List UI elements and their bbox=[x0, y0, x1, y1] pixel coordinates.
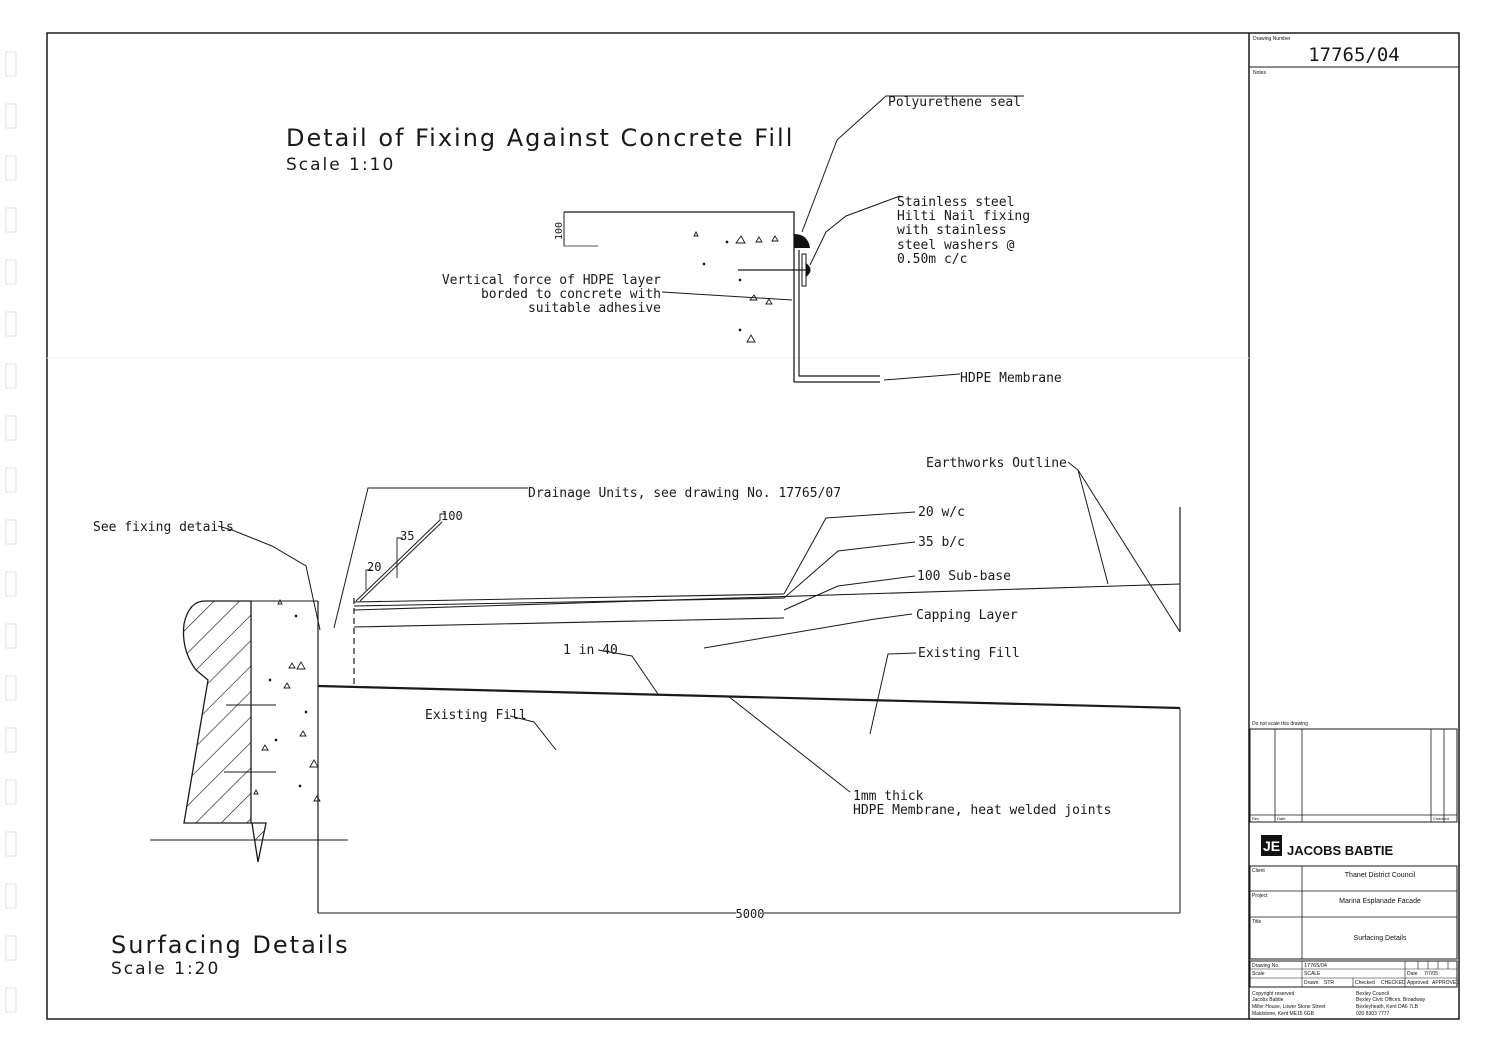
copyright-line-3: Miller House, Lower Stone Street bbox=[1252, 1004, 1326, 1010]
checked-value: CHECKED bbox=[1381, 980, 1406, 986]
label-polyurethene-seal: Polyurethene seal bbox=[888, 95, 1021, 110]
copyright-line-4: Maidstone, Kent ME15 6GB bbox=[1252, 1011, 1315, 1017]
client-value: Thanet District Council bbox=[1345, 872, 1416, 879]
title-block: Drawing Number 17765/04 Notes Do not sca… bbox=[1249, 36, 1460, 1017]
label-stainless-5: 0.50m c/c bbox=[897, 252, 967, 267]
dim-5000-label: 5000 bbox=[736, 907, 765, 921]
binder-holes bbox=[5, 51, 17, 1013]
layer-capping bbox=[353, 617, 785, 628]
copyright-line-2: Jacobs Babtie bbox=[1252, 997, 1284, 1003]
label-membrane-1: 1mm thick bbox=[853, 789, 924, 804]
surfacing-title: Surfacing Details bbox=[111, 931, 350, 959]
layer-binder-course bbox=[353, 597, 785, 607]
notes-label: Notes bbox=[1253, 70, 1267, 76]
label-existing-fill-right: Existing Fill bbox=[918, 646, 1020, 661]
label-capping-layer: Capping Layer bbox=[916, 608, 1018, 623]
approved-label: Approved bbox=[1407, 980, 1429, 986]
label-vertical-1: Vertical force of HDPE layer bbox=[442, 273, 661, 288]
checked-label: Checked bbox=[1355, 980, 1375, 986]
dim-20-label: 20 bbox=[367, 560, 381, 574]
drawing-no-label: Drawing No. bbox=[1252, 963, 1280, 969]
label-stainless-4: steel washers @ bbox=[897, 238, 1015, 253]
drawing-number: 17765/04 bbox=[1308, 44, 1400, 66]
concrete-fill-aggregate bbox=[253, 598, 321, 802]
surfacing-detail: Surfacing Details Scale 1:20 bbox=[93, 456, 1181, 979]
label-earthworks-outline: Earthworks Outline bbox=[926, 456, 1067, 471]
company-name: JACOBS BABTIE bbox=[1287, 843, 1394, 858]
drawing-border bbox=[46, 32, 1460, 1020]
checked-column-label: Checked bbox=[1433, 816, 1449, 821]
office-line-4: 020 8303 7777 bbox=[1356, 1011, 1390, 1017]
label-vertical-2: borded to concrete with bbox=[481, 287, 661, 302]
logo-mark: JE bbox=[1263, 838, 1280, 854]
polyurethene-seal-icon bbox=[794, 234, 810, 248]
dim-35-label: 35 bbox=[400, 529, 414, 543]
fixing-detail-title: Detail of Fixing Against Concrete Fill bbox=[286, 124, 794, 152]
title-value: Surfacing Details bbox=[1354, 935, 1407, 942]
drawn-label: Drawn bbox=[1304, 980, 1319, 986]
esplanade-wall bbox=[182, 600, 267, 863]
label-stainless-2: Hilti Nail fixing bbox=[897, 209, 1030, 224]
dim-100-detail: 100 bbox=[554, 222, 565, 240]
hdpe-membrane-line bbox=[317, 684, 1181, 710]
scale-label: Scale bbox=[1252, 971, 1265, 977]
office-line-1: Bexley Council bbox=[1356, 991, 1389, 997]
date-label: Date bbox=[1407, 971, 1418, 977]
drawn-value: STR bbox=[1324, 980, 1334, 986]
date-column-label: Date bbox=[1277, 816, 1286, 821]
label-hdpe-membrane-detail: HDPE Membrane bbox=[960, 371, 1062, 386]
title-label: Title bbox=[1252, 919, 1261, 925]
drawing-number-label: Drawing Number bbox=[1253, 36, 1291, 42]
do-not-scale-note: Do not scale this drawing bbox=[1252, 721, 1308, 727]
jacobs-babtie-logo-icon bbox=[1261, 835, 1282, 856]
label-stainless-3: with stainless bbox=[897, 223, 1007, 238]
label-vertical-3: suitable adhesive bbox=[528, 301, 661, 316]
dim-100-label: 100 bbox=[441, 509, 463, 523]
fixing-detail: Detail of Fixing Against Concrete Fill S… bbox=[286, 95, 1062, 386]
fixing-detail-scale: Scale 1:10 bbox=[286, 155, 395, 175]
label-35-bc: 35 b/c bbox=[918, 535, 965, 550]
label-membrane-2: HDPE Membrane, heat welded joints bbox=[853, 803, 1111, 818]
project-label: Project bbox=[1252, 893, 1268, 899]
approved-value: APPROVED bbox=[1432, 980, 1460, 986]
date-value: 7/7/05 bbox=[1424, 971, 1438, 977]
label-existing-fill-left: Existing Fill bbox=[425, 708, 527, 723]
office-line-3: Bexleyheath, Kent DA6 7LB bbox=[1356, 1004, 1419, 1010]
layer-wearing-course bbox=[353, 593, 785, 603]
scale-value: SCALE bbox=[1304, 971, 1321, 977]
project-value: Marina Esplanade Facade bbox=[1339, 898, 1421, 905]
office-line-2: Bexley Civic Offices, Broadway bbox=[1356, 997, 1426, 1003]
rev-label: Rev bbox=[1252, 816, 1259, 821]
surfacing-scale: Scale 1:20 bbox=[111, 959, 220, 979]
label-see-fixing-details: See fixing details bbox=[93, 520, 234, 535]
label-100-sub-base: 100 Sub-base bbox=[917, 569, 1011, 584]
layer-sub-base bbox=[353, 583, 1181, 611]
copyright-line-1: Copyright reserved bbox=[1252, 991, 1294, 997]
label-drainage-units: Drainage Units, see drawing No. 17765/07 bbox=[528, 486, 841, 501]
label-20-wc: 20 w/c bbox=[918, 505, 965, 520]
label-stainless-1: Stainless steel bbox=[897, 195, 1014, 210]
concrete-aggregate bbox=[693, 230, 779, 343]
drawing-no-value: 17765/04 bbox=[1304, 963, 1327, 969]
label-gradient: 1 in 40 bbox=[563, 643, 618, 658]
client-label: Client bbox=[1252, 868, 1265, 874]
